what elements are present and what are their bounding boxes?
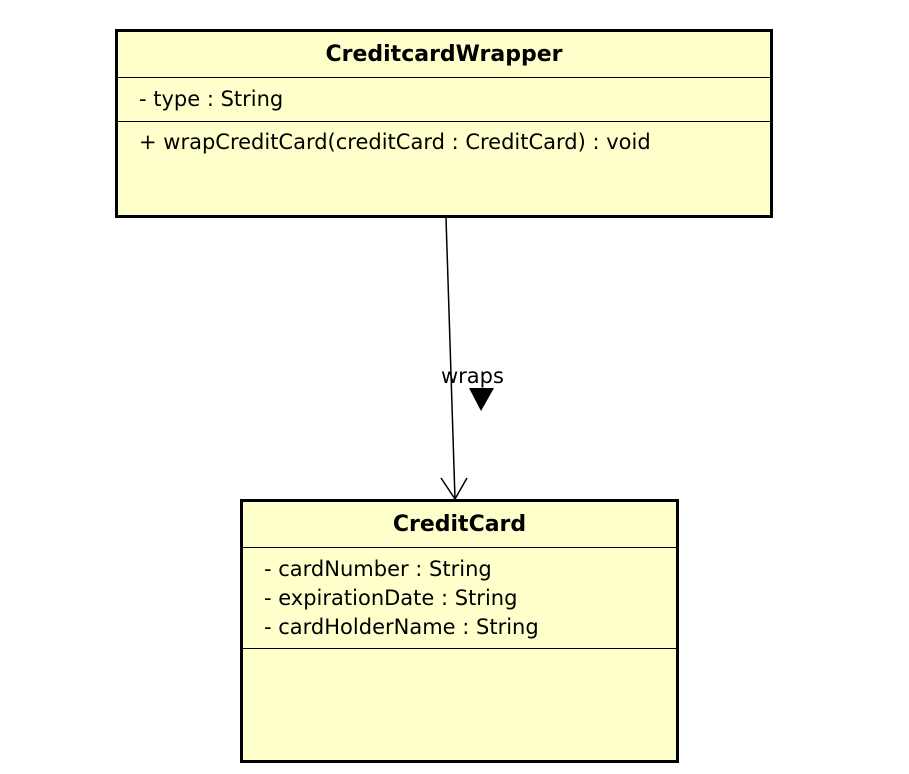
reading-direction-triangle bbox=[469, 388, 494, 411]
operations-compartment bbox=[243, 649, 676, 759]
attribute-expiration-date: - expirationDate : String bbox=[264, 586, 518, 610]
association-line bbox=[445, 217, 456, 500]
attributes-compartment: - type : String bbox=[118, 78, 770, 122]
attribute-card-holder-name: - cardHolderName : String bbox=[264, 615, 539, 639]
attributes-compartment: - cardNumber : String - expirationDate :… bbox=[243, 548, 676, 649]
class-name: CreditcardWrapper bbox=[118, 32, 770, 78]
class-name: CreditCard bbox=[243, 502, 676, 548]
attribute-type: - type : String bbox=[139, 87, 284, 111]
association-label: wraps bbox=[441, 364, 504, 388]
class-credit-card[interactable]: CreditCard - cardNumber : String - expir… bbox=[240, 499, 679, 763]
operation-wrap-credit-card: + wrapCreditCard(creditCard : CreditCard… bbox=[139, 130, 651, 154]
operations-compartment: + wrapCreditCard(creditCard : CreditCard… bbox=[118, 122, 770, 157]
attribute-card-number: - cardNumber : String bbox=[264, 557, 492, 581]
class-creditcard-wrapper[interactable]: CreditcardWrapper - type : String + wrap… bbox=[115, 29, 773, 218]
